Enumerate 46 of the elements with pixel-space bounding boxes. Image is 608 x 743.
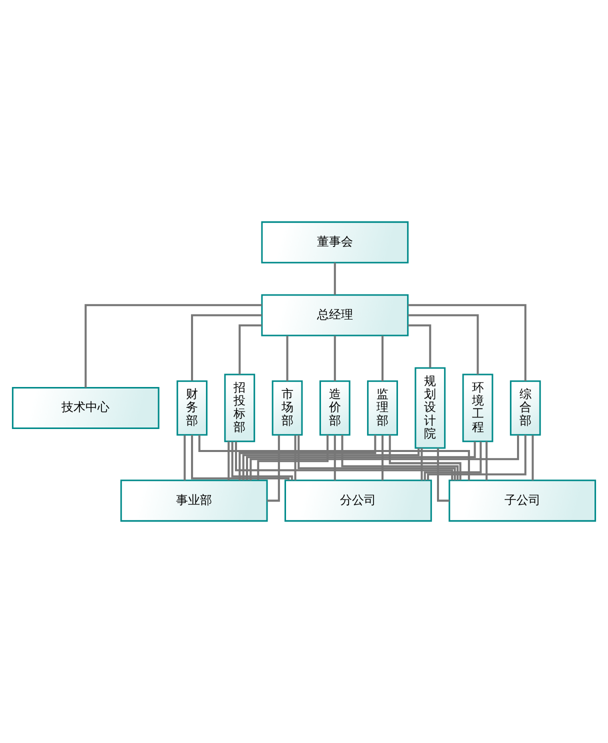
connector [382, 435, 384, 480]
connector [267, 435, 280, 502]
connector [191, 314, 262, 381]
node-box: 分公司 [284, 480, 432, 522]
connector [427, 434, 526, 480]
connector [334, 435, 336, 480]
connector [420, 448, 423, 480]
connector [250, 435, 520, 480]
node-box: 规划设计院 [414, 367, 446, 449]
connector [334, 262, 336, 295]
connector [334, 336, 336, 382]
connector [424, 442, 482, 480]
connector [257, 434, 329, 480]
node-box: 环境工程 [462, 374, 494, 442]
connector [286, 336, 288, 382]
connector [436, 448, 450, 502]
connector [238, 434, 376, 480]
connector [294, 435, 296, 480]
connector [242, 448, 420, 480]
connector [198, 435, 470, 480]
connector [532, 435, 534, 480]
connector [191, 435, 290, 480]
node-box: 市场部 [272, 380, 303, 436]
connector [408, 304, 526, 381]
connector [238, 324, 262, 374]
node-box: 事业部 [120, 480, 268, 522]
node-box: 董事会 [261, 221, 409, 264]
connector [228, 441, 230, 480]
connector [184, 435, 186, 480]
connector [341, 435, 459, 480]
connector [388, 434, 462, 480]
node-box: 财务部 [176, 380, 208, 436]
connector [231, 442, 293, 480]
connector [84, 304, 262, 388]
node-box: 技术中心 [12, 386, 160, 429]
connector [408, 324, 432, 368]
node-box: 综合部 [510, 380, 541, 436]
connector [408, 314, 479, 374]
node-box: 总经理 [261, 294, 409, 336]
connector [382, 336, 384, 382]
node-box: 子公司 [448, 480, 596, 522]
connector [486, 441, 488, 480]
node-box: 招投标部 [224, 374, 256, 442]
connector [298, 434, 456, 480]
node-box: 造价部 [319, 380, 350, 436]
node-box: 监理部 [367, 380, 398, 436]
